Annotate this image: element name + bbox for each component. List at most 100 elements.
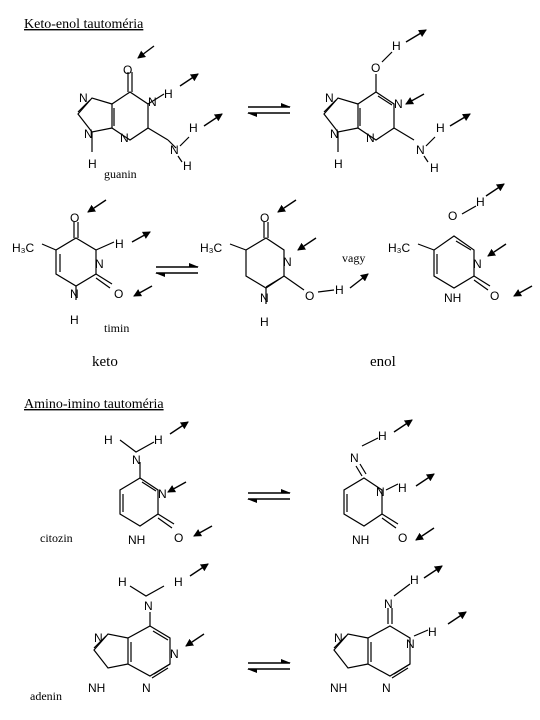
atom-label: H	[70, 313, 79, 327]
guanine-enol-structure: O H N N N N H N H H	[323, 39, 445, 175]
atom-label: H	[189, 121, 198, 135]
cytosine-imino-structure: N H N H O NH	[343, 429, 407, 547]
thymine-enol-structure: O H₃C N O H N H	[200, 211, 344, 329]
atom-label: N	[120, 131, 129, 145]
adenine-imino-structure: N H N H N N NH	[330, 573, 437, 695]
atom-label: H	[88, 157, 97, 171]
hbond-arrow-icon	[277, 199, 297, 213]
hbond-arrow-icon	[87, 199, 107, 213]
hbond-arrow-icon	[169, 421, 189, 435]
hbond-arrow-icon	[449, 113, 471, 127]
atom-label: H	[260, 315, 269, 329]
atom-label: O	[398, 531, 407, 545]
atom-label: N	[406, 637, 415, 651]
atom-label: N	[170, 647, 179, 661]
label-enol: enol	[370, 354, 396, 370]
hbond-arrow-icon	[189, 563, 209, 577]
atom-label: H	[392, 39, 401, 53]
atom-label: H	[436, 121, 445, 135]
atom-label: O	[490, 289, 499, 303]
atom-label: N	[334, 631, 343, 645]
hbond-arrow-icon	[405, 29, 427, 43]
hbond-arrow-icon	[137, 45, 155, 59]
thymine-enol-alt-structure: O H H₃C N O NH	[388, 195, 499, 305]
atom-label: N	[330, 127, 339, 141]
hbond-arrow-icon	[193, 525, 213, 537]
atom-label: H	[398, 481, 407, 495]
hbond-arrow-icon	[203, 113, 223, 127]
atom-label: O	[448, 209, 457, 223]
hbond-arrow-icon	[423, 565, 443, 579]
atom-label: H₃C	[12, 241, 35, 255]
label-keto: keto	[92, 354, 118, 370]
atom-label: H	[115, 237, 124, 251]
atom-label: NH	[128, 533, 145, 547]
atom-label: O	[114, 287, 123, 301]
hbond-arrow-icon	[133, 285, 153, 297]
thymine-keto-structure: O H₃C N H O N H	[12, 211, 124, 327]
atom-label: N	[283, 255, 292, 269]
atom-label: N	[94, 631, 103, 645]
atom-label: H	[334, 157, 343, 171]
atom-label: N	[144, 599, 153, 613]
hbond-arrow-icon	[297, 237, 317, 251]
adenine-amino-structure: H H N N N N NH	[88, 575, 183, 695]
guanine-keto-structure: O N H N N N H N H H	[77, 63, 198, 173]
hbond-arrow-icon	[185, 633, 205, 647]
atom-label: N	[394, 97, 403, 111]
atom-label: O	[371, 61, 380, 75]
atom-label: N	[158, 487, 167, 501]
atom-label: NH	[352, 533, 369, 547]
atom-label: N	[382, 681, 391, 695]
atom-label: N	[473, 257, 482, 271]
atom-label: N	[84, 127, 93, 141]
atom-label: NH	[330, 681, 347, 695]
atom-label: N	[95, 257, 104, 271]
hbond-arrow-icon	[415, 473, 435, 487]
atom-label: N	[366, 131, 375, 145]
hbond-arrow-icon	[405, 93, 425, 105]
label-adenin: adenin	[30, 689, 62, 703]
atom-label: NH	[88, 681, 105, 695]
atom-label: H	[378, 429, 387, 443]
atom-label: N	[79, 91, 88, 105]
hbond-arrow-icon	[179, 73, 199, 87]
hbond-arrow-icon	[393, 419, 413, 433]
label-guanin: guanin	[104, 167, 137, 181]
atom-label: O	[260, 211, 269, 225]
equilibrium-arrows-icon	[247, 103, 291, 117]
atom-label: N	[376, 485, 385, 499]
atom-label: N	[325, 91, 334, 105]
atom-label: H	[335, 283, 344, 297]
hbond-arrow-icon	[487, 243, 507, 257]
equilibrium-arrows-icon	[247, 489, 291, 503]
hbond-arrow-icon	[513, 285, 533, 297]
atom-label: O	[70, 211, 79, 225]
equilibrium-arrows-icon	[247, 659, 291, 673]
atom-label: N	[260, 291, 269, 305]
label-vagy: vagy	[342, 251, 365, 265]
atom-label: N	[350, 451, 359, 465]
atom-label: H	[183, 159, 192, 173]
hbond-arrow-icon	[349, 273, 369, 289]
atom-label: N	[148, 95, 157, 109]
atom-label: N	[142, 681, 151, 695]
atom-label: N	[384, 597, 393, 611]
atom-label: H	[476, 195, 485, 209]
label-timin: timin	[104, 321, 129, 335]
atom-label: H	[164, 87, 173, 101]
cytosine-amino-structure: H N H N O NH	[104, 433, 183, 547]
atom-label: H₃C	[388, 241, 411, 255]
heading-keto-enol: Keto-enol tautoméria	[24, 17, 144, 32]
hbond-arrow-icon	[485, 183, 505, 197]
hbond-arrow-icon	[447, 611, 467, 625]
hbond-arrow-icon	[167, 481, 187, 493]
heading-amino-imino: Amino-imino tautoméria	[24, 397, 164, 412]
atom-label: H	[174, 575, 183, 589]
atom-label: O	[305, 289, 314, 303]
atom-label: H	[410, 573, 419, 587]
atom-label: N	[70, 287, 79, 301]
hbond-arrow-icon	[131, 231, 151, 243]
atom-label: H	[104, 433, 113, 447]
